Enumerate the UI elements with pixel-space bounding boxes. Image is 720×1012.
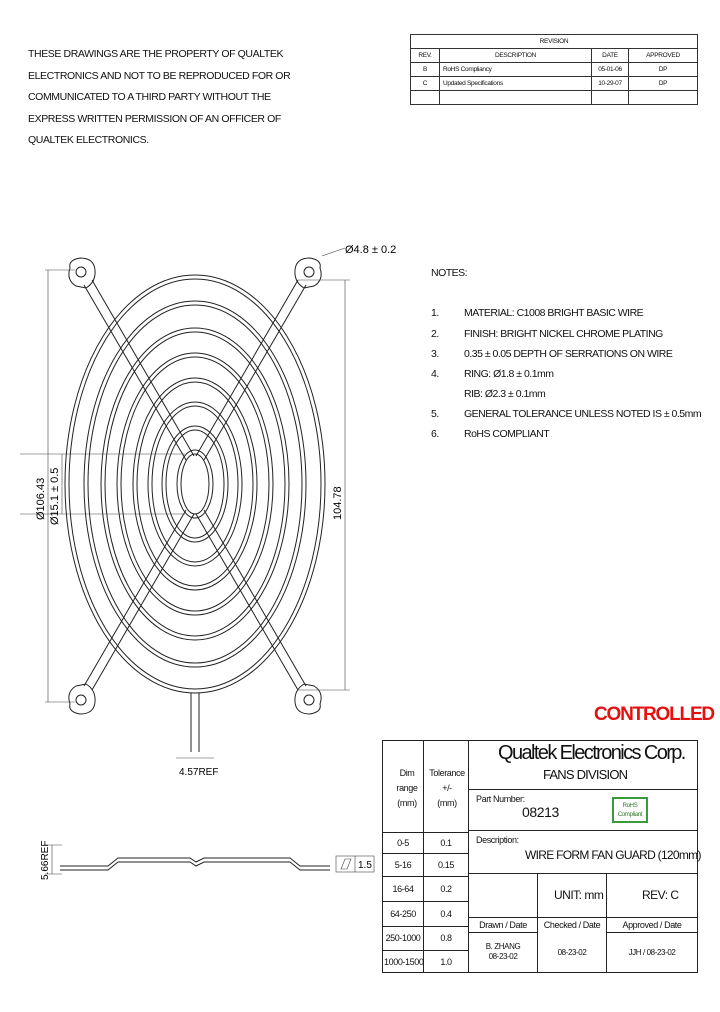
checked-label: Checked / Date [543,920,601,930]
tol-range: 1000-1500 [384,957,424,967]
tol-value: 0.8 [440,933,452,943]
drawn-label: Drawn / Date [479,920,527,930]
notice-line: QUALTEK ELECTRONICS. [28,134,149,146]
tol-range: 64-250 [390,909,416,919]
notice-line: COMMUNICATED TO A THIRD PARTY WITHOUT TH… [28,91,271,103]
notice-line: EXPRESS WRITTEN PERMISSION OF AN OFFICER… [28,112,281,125]
tol-range: 250-1000 [385,933,421,943]
controlled-stamp: CONTROLLED [594,704,715,725]
approved-label: Approved / Date [622,920,682,930]
part-number-label: Part Number: [476,794,525,804]
tol-value: 0.2 [440,884,452,894]
checked-date: 08-23-02 [557,948,587,957]
part-description: WIRE FORM FAN GUARD (120mm) [525,848,701,862]
approved-by: JJH / 08-23-02 [628,948,676,957]
notice-line: ELECTRONICS AND NOT TO BE REPRODUCED FOR… [28,69,291,82]
profile-dimension: 5.66REF [40,841,51,880]
outer-diameter-dimension: Ø106.43 [35,478,47,520]
approved-cell [628,90,698,105]
tol-value: 0.15 [438,860,454,870]
proprietary-notice: THESE DRAWINGS ARE THE PROPERTY OF QUALT… [28,44,291,152]
company-name: Qualtek Electronics Corp. [498,742,686,764]
notice-line: THESE DRAWINGS ARE THE PROPERTY OF QUALT… [28,48,284,60]
description-label: Description: [476,835,519,845]
revision-row: C Updated Specifications 10-29-07 DP [410,76,698,91]
flatness-value: 1.5 [358,860,372,871]
revision-row: B RoHS Compliancy 05-01-06 DP [410,62,698,77]
part-number: 08213 [522,804,559,820]
rev-field: REV: C [642,888,679,902]
tol-range: 0-5 [397,838,409,848]
hole-dimension: Ø4.8 ± 0.2 [345,244,396,256]
tolerance-header: Tolerance+/-(mm) [429,768,465,808]
hub-diameter-dimension: Ø15.1 ± 0.5 [49,468,61,525]
tol-value: 1.0 [440,957,452,967]
division-name: FANS DIVISION [543,767,628,782]
ref-dimension: 4.57REF [179,767,218,778]
revision-table: REVISION REV. DESCRIPTION DATE APPROVED … [410,34,698,105]
unit-field: UNIT: mm [554,888,604,902]
tol-value: 0.1 [440,838,452,848]
revision-row [410,90,698,105]
tol-range: 5-16 [394,860,412,870]
notes-title: NOTES: [431,267,468,279]
tol-value: 0.4 [440,909,452,919]
height-dimension: 104.78 [332,486,344,520]
tol-range: 16-64 [392,884,414,894]
